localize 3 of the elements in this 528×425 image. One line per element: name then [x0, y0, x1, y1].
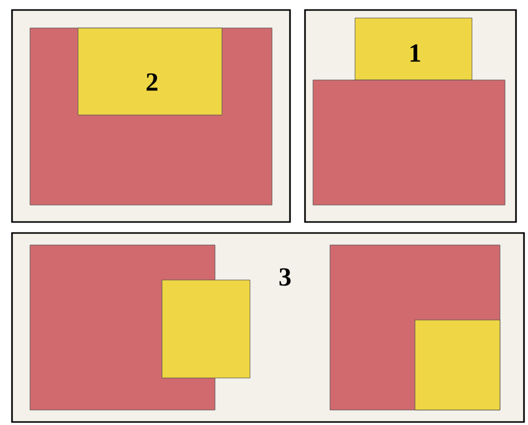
panel-number: 3 — [279, 268, 291, 286]
panel-number: 1 — [410, 44, 420, 62]
panel-number: 2 — [146, 73, 158, 91]
